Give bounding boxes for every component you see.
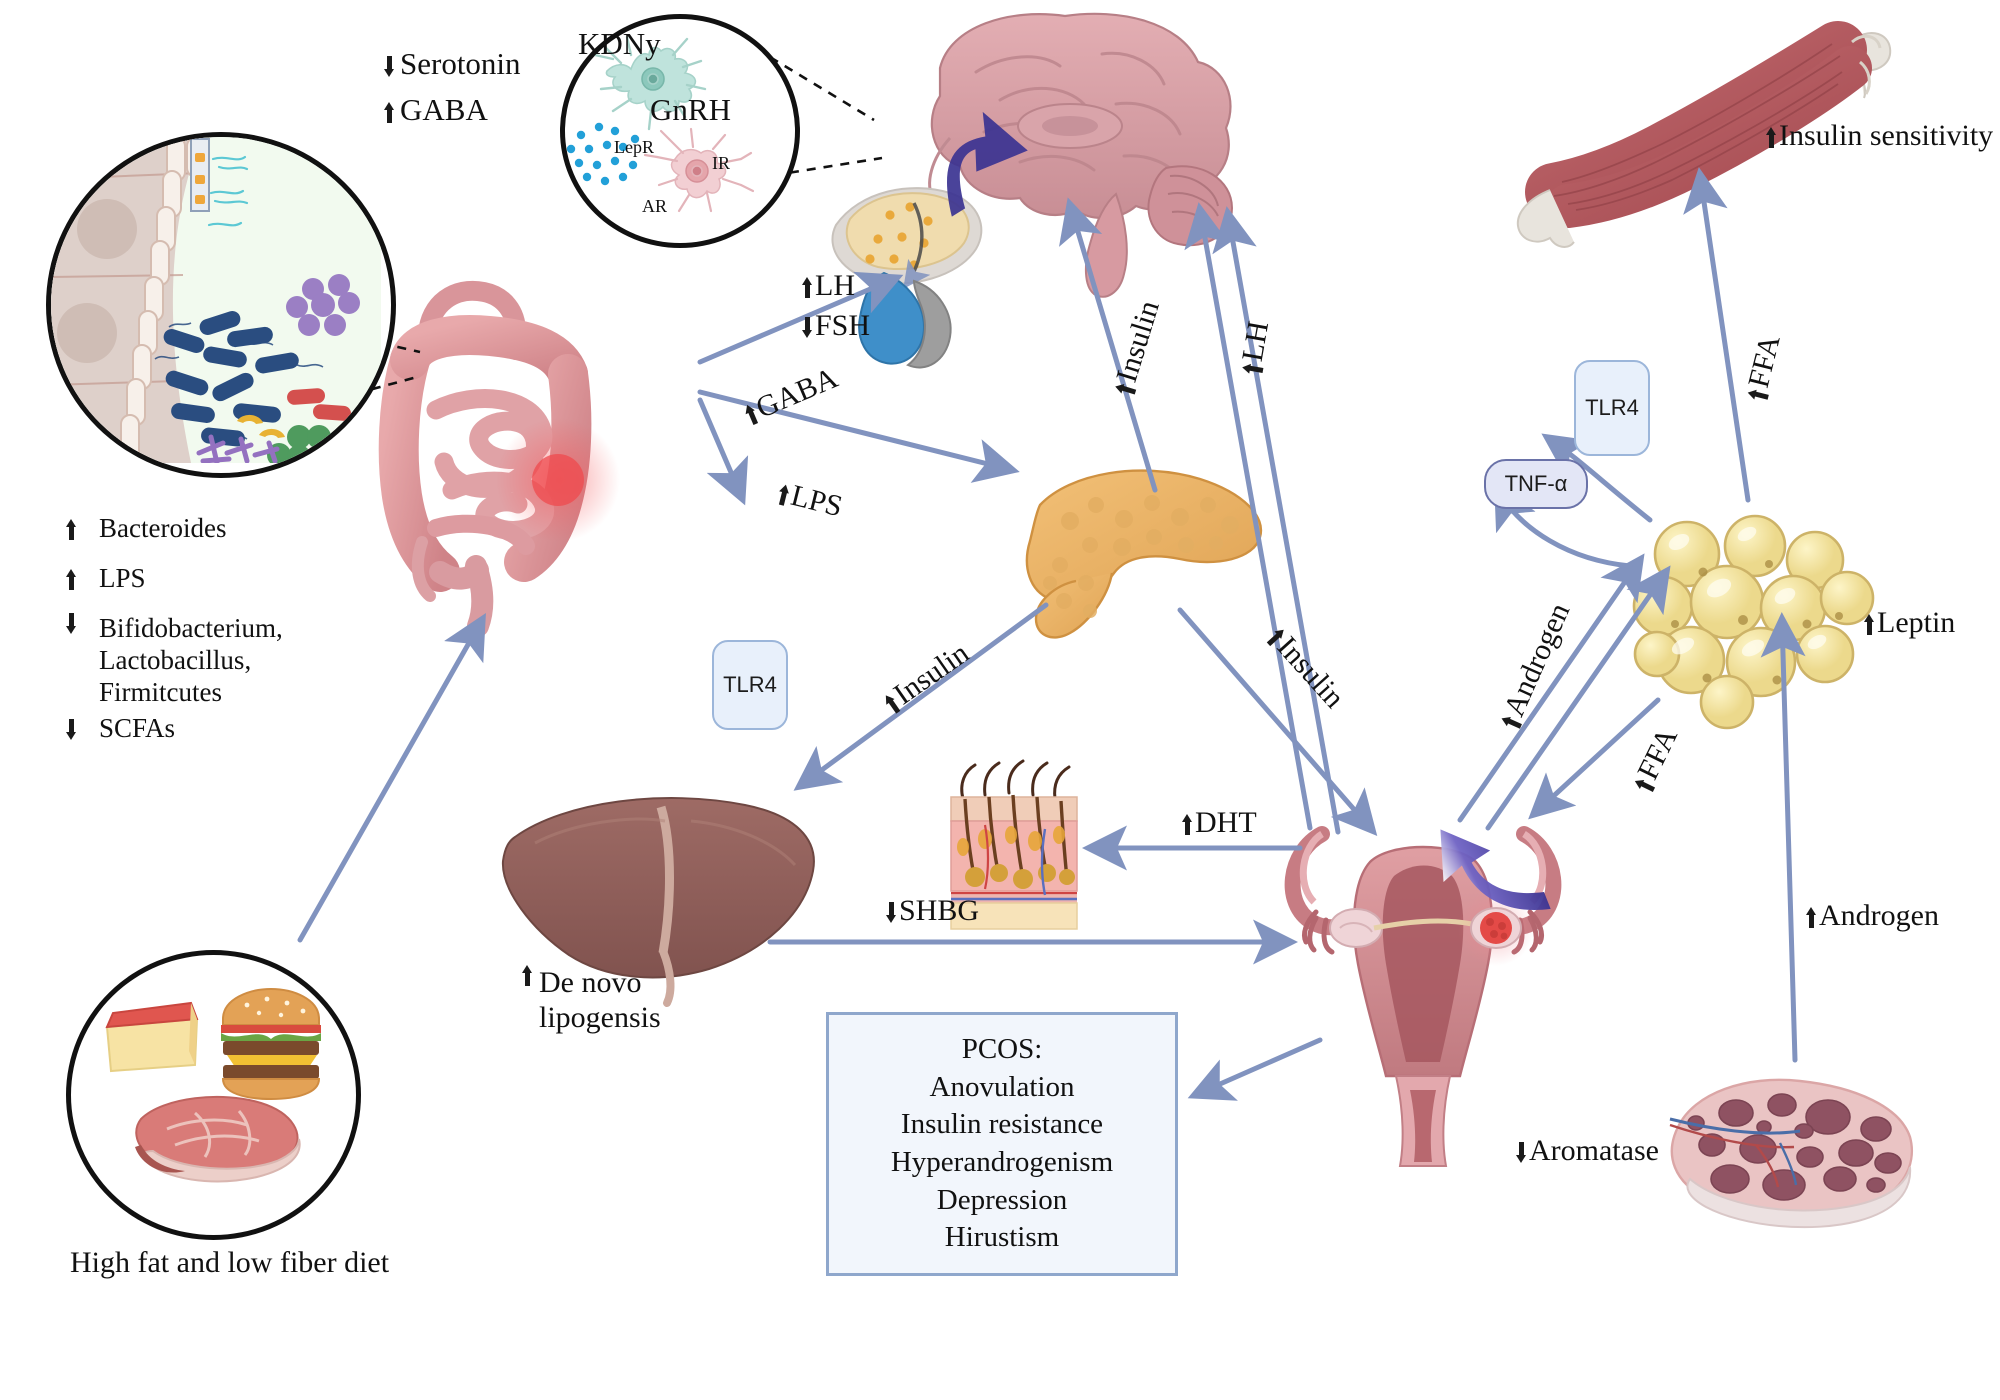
gaba-neuro-label: GABA: [384, 92, 488, 129]
kdny-neuron-icon: [593, 35, 707, 131]
kdny-label: KDNy: [578, 26, 661, 61]
gnrh-neuron-icon: [643, 127, 755, 213]
down-arrow-icon: [384, 56, 395, 77]
liver-illustration: [501, 797, 815, 1007]
diet-inset: [66, 950, 361, 1240]
fsh-pituitary-label: FSH: [802, 308, 870, 343]
gut-legend-bacteroides: Bacteroides: [66, 513, 226, 545]
lepr-dots-icon: [566, 122, 640, 186]
diet-caption: High fat and low fiber diet: [70, 1246, 390, 1279]
up-arrow-icon: [1864, 614, 1875, 635]
pituitary-gland-illustration: [831, 187, 983, 369]
neuron-inset-svg: [566, 35, 755, 213]
gut-microbiome-inset: [46, 132, 396, 478]
gut-legend-reduced-taxa: Bifidobacterium, Lactobacillus, Firmitcu…: [66, 613, 283, 709]
up-arrow-icon: [802, 277, 813, 298]
ar-label: AR: [642, 196, 668, 216]
tlr4-adipose-badge[interactable]: TLR4: [1574, 360, 1650, 456]
down-arrow-icon: [66, 719, 77, 740]
uterus-ovaries-illustration: [1284, 826, 1562, 1167]
ir-label: IR: [712, 153, 730, 173]
polycystic-ovary-illustration: [1669, 1078, 1913, 1229]
pcos-heading: PCOS:: [961, 1032, 1043, 1065]
up-arrow-icon: [66, 569, 77, 590]
pathway-arrows: [297, 167, 1806, 1101]
insulin-sensitivity-label: Insulin sensitivity: [1766, 118, 1993, 153]
cheese-icon: [105, 1001, 199, 1073]
steak-icon: [135, 1095, 301, 1183]
up-arrow-icon: [66, 519, 77, 540]
leptin-label: Leptin: [1864, 605, 1955, 640]
serotonin-label: Serotonin: [384, 46, 521, 83]
lh-pituitary-label: LH: [802, 268, 855, 303]
up-arrow-icon: [384, 102, 395, 123]
diet-inset-svg: [105, 987, 321, 1183]
callout-lines: [330, 20, 883, 400]
up-arrow-icon: [1182, 814, 1193, 835]
pcos-item-hyperandrogenism: Hyperandrogenism: [890, 1146, 1114, 1178]
brain-illustration: [928, 12, 1234, 298]
gnrh-label: GnRH: [650, 92, 731, 127]
gut-legend-scfas: SCFAs: [66, 713, 175, 745]
tlr4-gut-badge[interactable]: TLR4: [712, 640, 788, 730]
tnf-alpha-badge[interactable]: TNF-α: [1484, 459, 1588, 509]
down-arrow-icon: [1516, 1142, 1527, 1163]
large-intestine-illustration: [378, 280, 620, 637]
burger-icon: [221, 987, 321, 1101]
down-arrow-icon: [886, 902, 897, 923]
pcos-item-insulin-resistance: Insulin resistance: [900, 1108, 1104, 1141]
dht-arrow-label: DHT: [1182, 805, 1257, 840]
pcos-item-hirustism: Hirustism: [944, 1221, 1060, 1254]
aromatase-label: Aromatase: [1516, 1133, 1659, 1168]
down-arrow-icon: [802, 317, 813, 338]
highlight-arrows: [947, 111, 1551, 910]
pcos-item-depression: Depression: [936, 1183, 1068, 1216]
pcos-item-anovulation: Anovulation: [929, 1070, 1075, 1103]
up-arrow-icon: [1806, 907, 1817, 928]
down-arrow-icon: [66, 613, 77, 634]
gut-microbiome-svg: [51, 137, 381, 470]
hypothalamus-neuron-inset: [560, 14, 800, 248]
lepr-label: LepR: [614, 137, 654, 157]
shbg-arrow-label: SHBG: [886, 893, 979, 928]
up-arrow-icon: [522, 965, 533, 986]
adipose-tissue-illustration: [1632, 514, 1875, 730]
skin-hair-follicle-illustration: [950, 759, 1078, 930]
gut-legend-lps: LPS: [66, 563, 146, 595]
pcos-summary-box: PCOS: Anovulation Insulin resistance Hyp…: [826, 1012, 1178, 1276]
up-arrow-icon: [1766, 127, 1777, 148]
androgen-ovary-arrow-label: Androgen: [1806, 898, 1939, 933]
pancreas-illustration: [1025, 469, 1263, 639]
